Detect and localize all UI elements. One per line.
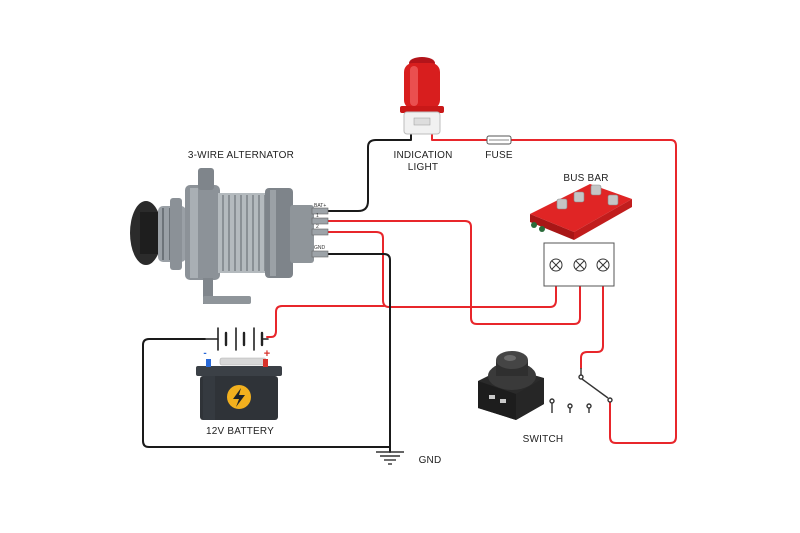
- wire-fuse-to-switch: [431, 131, 677, 444]
- battery-negative-mark: -: [203, 348, 206, 359]
- ground-label: GND: [418, 455, 442, 466]
- alternator: [130, 168, 329, 304]
- battery-symbol: [204, 327, 269, 351]
- bus-bar-label: BUS BAR: [563, 173, 609, 184]
- terminal-label-1: 1: [316, 213, 319, 219]
- wire-battery-positive: [266, 305, 385, 338]
- lightning-icon: [233, 388, 245, 407]
- indication-light: [400, 57, 444, 135]
- car-battery: [196, 357, 282, 420]
- wire-terminal2-to-busbar: [326, 231, 557, 308]
- indication-light-label-line1: INDICATION: [393, 150, 453, 161]
- wire-battery-negative: [142, 338, 391, 448]
- wires: [142, 131, 677, 453]
- battery-label: 12V BATTERY: [206, 426, 274, 437]
- battery-positive-mark: +: [264, 348, 270, 360]
- wire-light-to-alternator: [326, 131, 412, 212]
- alternator-label: 3-WIRE ALTERNATOR: [187, 150, 295, 161]
- wire-terminal1-to-busbar: [326, 220, 581, 325]
- switch-label: SWITCH: [522, 434, 564, 445]
- terminal-label-bat: BAT+: [314, 203, 326, 209]
- rotary-switch: [478, 351, 544, 420]
- wire-alternator-ground: [326, 253, 391, 453]
- ground-symbol: [376, 451, 404, 465]
- wire-busbar-to-switch: [580, 284, 604, 369]
- switch-schematic: [549, 368, 613, 413]
- terminal-label-gnd: GND: [314, 245, 326, 251]
- fuse: [486, 135, 512, 145]
- indication-light-label-line2: LIGHT: [407, 162, 439, 173]
- terminal-label-2: 2: [316, 224, 319, 230]
- bus-bar: [530, 184, 632, 240]
- fuse-label: FUSE: [485, 150, 513, 161]
- bus-bar-terminal-block: [543, 242, 615, 287]
